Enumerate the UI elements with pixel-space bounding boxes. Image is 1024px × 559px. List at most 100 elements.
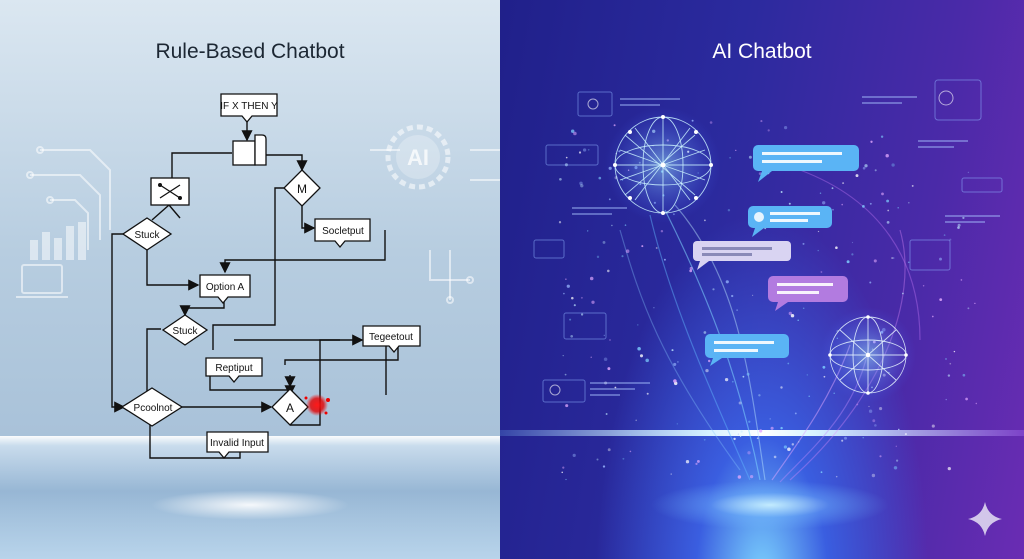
particle-dot xyxy=(733,437,736,441)
particle-dot xyxy=(566,284,570,288)
particle-dot xyxy=(570,129,575,133)
particle-dot xyxy=(880,135,884,138)
option-a-node: Option A xyxy=(199,274,251,305)
particle-dot xyxy=(695,462,698,466)
left-floor-glow xyxy=(150,490,350,520)
stuck-decision-1: Stuck xyxy=(121,217,173,251)
particle-dot xyxy=(689,269,693,273)
particle-dot xyxy=(887,209,890,212)
particle-dot xyxy=(780,386,783,389)
particle-dot xyxy=(709,121,713,124)
particle-dot xyxy=(703,331,707,334)
svg-text:Option A: Option A xyxy=(206,282,245,293)
particle-dot xyxy=(823,375,826,378)
a-decision-node: A xyxy=(271,388,309,426)
particle-dot xyxy=(562,466,565,469)
particle-dot xyxy=(851,253,854,256)
particle-dot xyxy=(833,392,835,394)
particle-dot xyxy=(962,216,965,220)
particle-dot xyxy=(727,208,731,212)
invalid-input-node: Invalid Input xyxy=(206,431,269,460)
particle-dot xyxy=(676,423,678,425)
particle-dot xyxy=(561,471,563,474)
particle-dot xyxy=(570,334,574,338)
particle-dot xyxy=(856,403,859,406)
particle-dot xyxy=(625,249,630,253)
particle-dot xyxy=(563,292,565,295)
particle-dot xyxy=(587,230,589,232)
particle-dot xyxy=(953,350,956,353)
particle-dot xyxy=(725,280,729,284)
particle-dot xyxy=(911,184,914,187)
svg-text:Stuck: Stuck xyxy=(172,326,198,337)
particle-dot xyxy=(673,362,677,366)
particle-dot xyxy=(590,356,592,358)
particle-dot xyxy=(759,429,763,433)
particle-dot xyxy=(881,192,884,196)
svg-text:Invalid Input: Invalid Input xyxy=(210,438,264,449)
particle-dot xyxy=(879,455,882,458)
settings-icon xyxy=(549,384,561,396)
particle-dot xyxy=(655,247,658,249)
particle-dot xyxy=(773,455,777,459)
ai-chatbot-title: AI Chatbot xyxy=(712,40,812,63)
rule-flowchart: AI IF X THEN Y xyxy=(16,93,500,460)
particle-dot xyxy=(820,271,823,273)
particle-dot xyxy=(868,405,870,408)
ai-badge: AI xyxy=(407,145,429,170)
shuffle-icon xyxy=(159,184,181,199)
particle-dot xyxy=(602,240,606,244)
particle-dot xyxy=(663,258,666,261)
bar-chart-icon xyxy=(30,222,86,260)
bot-avatar-icon xyxy=(754,212,764,222)
particle-dot xyxy=(673,379,677,383)
particle-dot xyxy=(747,451,751,455)
particle-dot xyxy=(579,181,583,186)
particle-dot xyxy=(629,434,631,436)
particle-dot xyxy=(739,435,742,438)
particle-dot xyxy=(855,174,859,178)
particle-dot xyxy=(596,458,599,461)
particle-dot xyxy=(822,201,826,205)
particle-dot xyxy=(622,457,625,460)
rule-based-title: Rule-Based Chatbot xyxy=(155,40,345,63)
particle-dot xyxy=(729,156,731,159)
particle-dot xyxy=(564,373,567,376)
particle-dot xyxy=(820,471,823,474)
particle-dot xyxy=(769,418,771,420)
ai-visualization xyxy=(533,79,1003,536)
particle-dot xyxy=(902,292,904,295)
particle-dot xyxy=(922,285,925,287)
particle-dot xyxy=(756,437,759,440)
particle-dot xyxy=(841,203,843,206)
particle-dot xyxy=(893,466,898,470)
particle-dot xyxy=(562,354,564,357)
particle-dot xyxy=(603,357,608,361)
particle-dot xyxy=(611,224,613,227)
shuffle-node xyxy=(150,177,190,206)
particle-dot xyxy=(607,367,611,371)
svg-text:Tegeetout: Tegeetout xyxy=(369,332,413,343)
particle-dot xyxy=(784,126,788,130)
holo-text-lines xyxy=(572,96,1000,396)
particle-dot xyxy=(907,261,910,264)
particle-dot xyxy=(870,140,873,143)
chat-bubble-4 xyxy=(768,276,848,311)
ai-gear-icon: AI xyxy=(385,124,451,190)
particle-dot xyxy=(670,473,672,475)
particle-dot xyxy=(742,375,745,378)
particle-dot xyxy=(598,176,602,180)
particle-dot xyxy=(939,257,942,261)
particle-dot xyxy=(565,404,569,408)
particle-dot xyxy=(696,459,700,463)
particle-dot xyxy=(770,426,774,430)
chat-bubble-5 xyxy=(705,334,789,366)
particle-dot xyxy=(945,398,947,401)
particle-dot xyxy=(957,223,961,227)
chat-bubble-1 xyxy=(753,145,859,182)
particle-dot xyxy=(629,450,632,453)
particle-dot xyxy=(740,430,743,433)
particle-dot xyxy=(573,304,576,307)
particle-dot xyxy=(603,334,605,337)
particle-dot xyxy=(704,219,706,222)
